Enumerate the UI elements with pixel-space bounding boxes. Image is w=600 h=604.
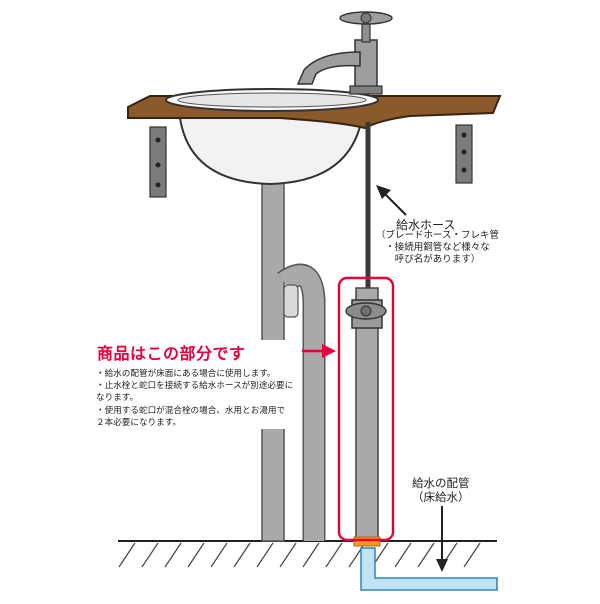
hose-note: （ブレードホース・フレキ管 ・接続用銅管など様々な 呼び名があります） — [376, 230, 499, 266]
supply-pipe-title: 給水の配管 — [412, 476, 470, 490]
under-floor-supply-pipe — [360, 547, 498, 591]
product-highlight-box — [337, 276, 395, 542]
callout-notes: ・給水の配管が床面にある場合に使用します。 ・止水栓と蛇口を接続する給水ホースが… — [90, 368, 302, 429]
shutoff-valve — [345, 287, 387, 547]
wall-brackets — [149, 124, 473, 198]
hose-note-line: 呼び名があります） — [394, 254, 481, 265]
callout-note: ・使用する蛇口が混合栓の場合、水用とお湯用で — [96, 405, 286, 416]
callout-note: ・給水の配管が床面にある場合に使用します。 — [96, 369, 276, 379]
callout-note: ２本必要になります。 — [96, 417, 182, 428]
hose-label: 給水ホース — [396, 218, 456, 232]
drain-pipe — [261, 175, 326, 542]
hose-arrow — [376, 185, 407, 216]
hose-note-line: （ブレードホース・フレキ管 — [376, 230, 500, 241]
callout-note: なります。 — [96, 393, 139, 404]
supply-pipe-arrow — [436, 506, 448, 572]
hose-note-line: ・接続用銅管など様々な — [385, 242, 490, 253]
faucet — [296, 11, 393, 95]
product-callout: 商品はこの部分です ・給水の配管が床面にある場合に使用します。 ・止水栓と蛇口を… — [90, 340, 302, 430]
basin-rim — [165, 88, 379, 112]
wash-basin — [178, 117, 364, 186]
supply-pipe-subtitle: （床給水） — [412, 490, 470, 504]
callout-title: 商品はこの部分です — [97, 344, 246, 363]
callout-note: ・止水栓と蛇口を接続する給水ホースが別途必要に — [96, 381, 294, 392]
supply-pipe-label: 給水の配管 （床給水） — [412, 476, 470, 504]
